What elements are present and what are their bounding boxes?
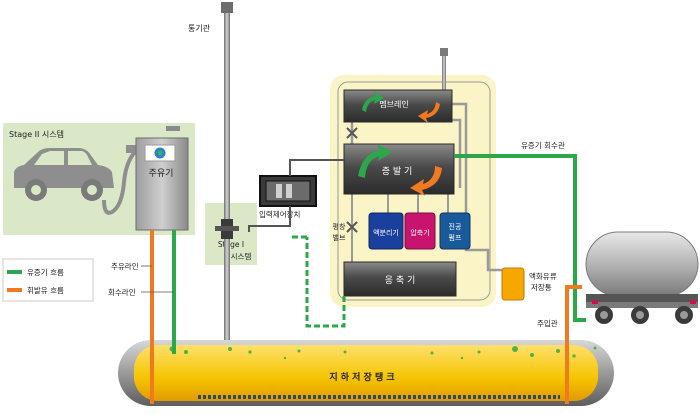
vapor-return-label: 유증기 회수관 [521, 140, 565, 150]
legend-vapor-label: 유증기 흐름 [27, 268, 64, 277]
tank-fuel [134, 345, 598, 401]
legend-gasoline-swatch [7, 288, 22, 292]
orange-arrow-icon [418, 102, 440, 123]
balance-valve-label-line1: 평창 [333, 222, 346, 231]
membrane-box [343, 89, 453, 123]
evaporator-label: 증 발 기 [382, 166, 413, 177]
liquid-separator-label: 액분리기 [373, 228, 399, 237]
condenser-label: 응 축 기 [385, 275, 416, 286]
condenser-box [343, 261, 457, 297]
balance-valve-label-line2: 밸브 [333, 233, 346, 242]
vacuum-pump [439, 212, 471, 250]
recovery-line-label: 회수라인 [108, 287, 136, 297]
fuel-supply-label: 주유라인 [111, 261, 139, 271]
vacuum-pump-label-line1: 진공 [449, 222, 462, 231]
vent-pipe [224, 10, 230, 350]
condensate-return-line [290, 235, 346, 328]
legend-box [2, 258, 94, 302]
compressor [404, 212, 436, 250]
nozzle-hose [102, 148, 139, 215]
valve-icon [346, 127, 358, 139]
orange-arrow-icon [410, 166, 442, 196]
recovered-oil-label-line1: 액화유류 [529, 271, 557, 281]
legend-vapor-swatch [7, 270, 22, 274]
pressure-controller-label: 입력제어장치 [259, 209, 300, 219]
car-icon [14, 148, 114, 201]
balance-valve-icon [346, 221, 358, 233]
stage1-label-line2: 시스템 [231, 251, 252, 261]
recovery-unit-frame [337, 81, 491, 301]
compressor-label: 압축기 [410, 228, 429, 237]
tanker-truck-icon [585, 231, 699, 324]
tank-label: 지 하 저 장 탱 크 [329, 371, 394, 383]
membrane-label: 멤브레인 [379, 99, 408, 109]
legend-gasoline-label: 휘발유 흐름 [27, 286, 64, 295]
controller-piping [248, 159, 344, 232]
fill-pipe-label: 주입관 [537, 318, 558, 328]
vacuum-pump-label-line2: 펌프 [449, 233, 462, 242]
recovered-oil-tank [501, 267, 525, 301]
green-arrow-icon [358, 144, 392, 178]
green-arrow-icon [362, 91, 384, 112]
vent-pipe-label: 통기관 [188, 23, 211, 33]
vent-cap [221, 2, 233, 13]
nozzle-icon [126, 145, 139, 153]
recovered-oil-label-line2: 저장통 [531, 282, 552, 292]
liquid-separator [368, 212, 404, 250]
stage2-label: Stage II 시스템 [9, 129, 64, 139]
stage1-label-line1: Stage I [218, 240, 244, 249]
vapor-return-pipe [454, 154, 586, 322]
dispenser-label: 주유기 [149, 168, 174, 179]
fill-pipe [565, 285, 582, 404]
